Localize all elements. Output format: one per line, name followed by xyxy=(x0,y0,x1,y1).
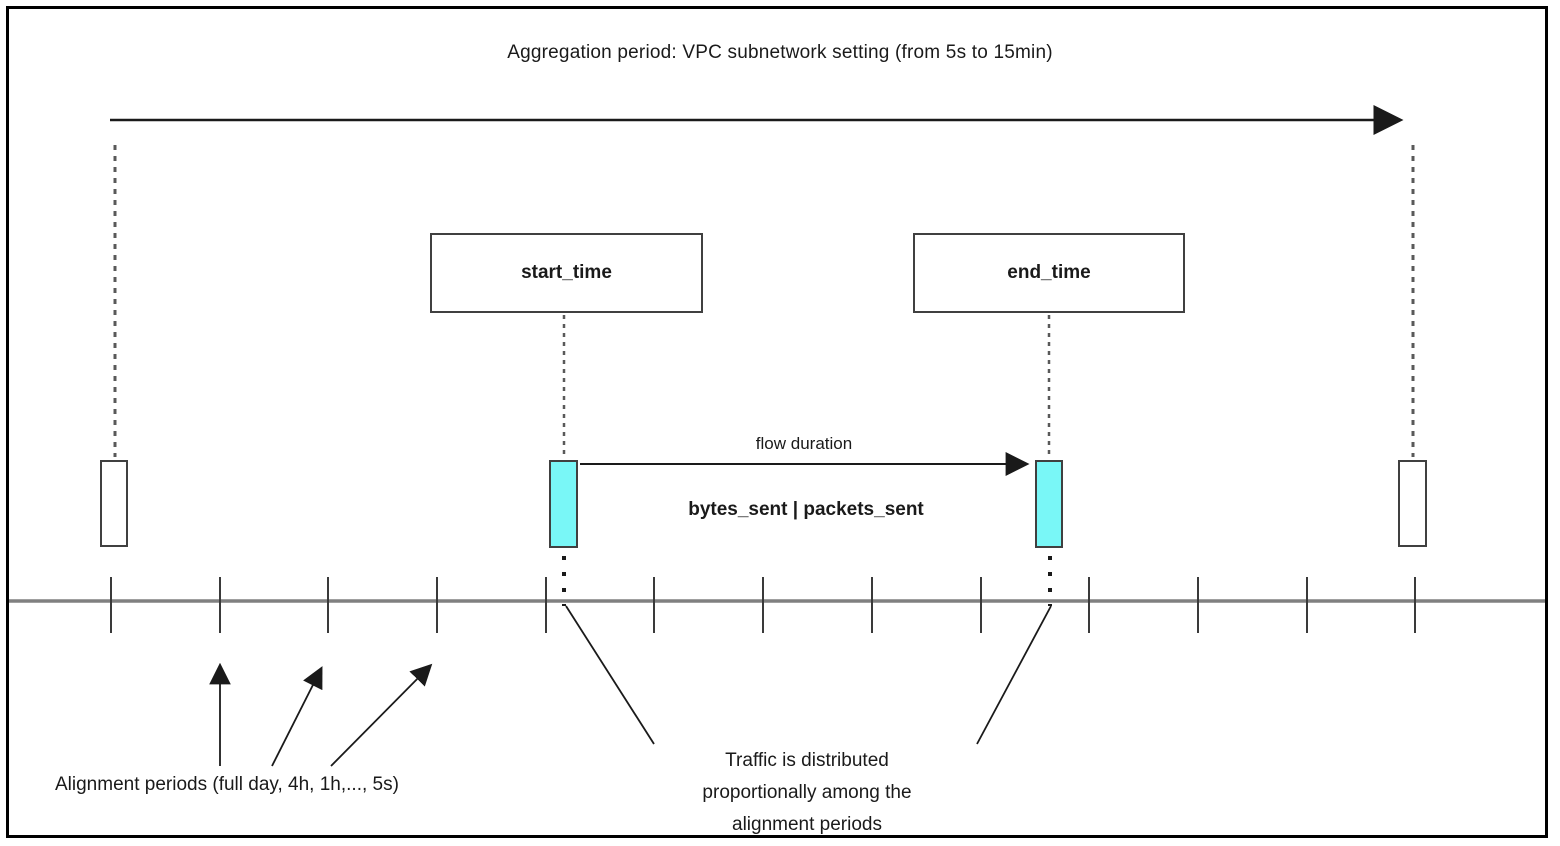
end-time-box: end_time xyxy=(913,233,1185,313)
traffic-distribution-note: Traffic is distributed proportionally am… xyxy=(702,750,912,835)
alignment-periods-label: Alignment periods (full day, 4h, 1h,...,… xyxy=(55,774,399,795)
start-time-box: start_time xyxy=(430,233,703,313)
aggregation-edge-bar-right xyxy=(1398,460,1427,547)
flow-start-bar xyxy=(549,460,578,548)
diagram-title: Aggregation period: VPC subnetwork setti… xyxy=(507,42,1053,63)
end-time-label: end_time xyxy=(1007,262,1091,283)
metrics-label: bytes_sent | packets_sent xyxy=(688,499,924,520)
aggregation-edge-bar-left xyxy=(100,460,128,547)
alignment-arrow-3 xyxy=(330,663,433,767)
flow-duration-label: flow duration xyxy=(755,434,853,453)
flow-end-bar xyxy=(1035,460,1063,548)
traffic-callout-left xyxy=(565,605,655,745)
timeline-ticks xyxy=(110,577,1416,633)
traffic-callout-right xyxy=(976,605,1052,745)
diagram-frame xyxy=(6,6,1548,838)
alignment-arrow-2 xyxy=(271,666,323,767)
start-time-label: start_time xyxy=(521,262,612,283)
